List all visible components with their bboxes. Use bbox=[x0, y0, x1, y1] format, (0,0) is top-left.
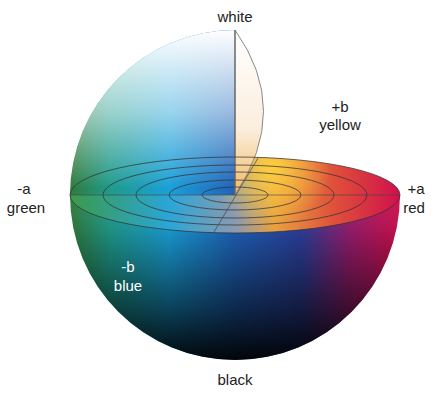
axis-label: +a bbox=[407, 180, 424, 197]
axis-label: red bbox=[403, 199, 425, 216]
axis-label: white bbox=[217, 8, 252, 25]
axis-label: black bbox=[217, 371, 252, 388]
axis-label: yellow bbox=[319, 116, 361, 133]
axis-label: -b bbox=[121, 258, 134, 275]
axis-label: -a bbox=[17, 180, 30, 197]
axis-label: green bbox=[7, 199, 45, 216]
axis-label: +b bbox=[331, 98, 348, 115]
axis-label: blue bbox=[114, 277, 142, 294]
